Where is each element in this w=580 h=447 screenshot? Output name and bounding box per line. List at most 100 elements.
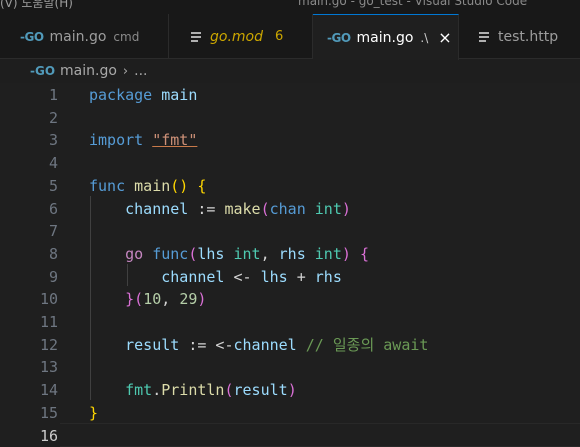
code-line[interactable]: 13	[0, 356, 580, 379]
code-line[interactable]: 4	[0, 152, 580, 175]
code-token: package	[89, 86, 152, 104]
line-number: 16	[0, 425, 58, 447]
code-line[interactable]: 5 func main() {	[0, 175, 580, 198]
code-text: fmt.Println(result)	[89, 379, 297, 402]
code-token: result	[234, 381, 288, 399]
code-token: {	[197, 177, 206, 195]
list-icon	[479, 31, 490, 43]
code-token	[89, 381, 125, 399]
tab-main-go-active[interactable]: -GO main.go .\ ×	[313, 14, 459, 60]
breadcrumb-symbols[interactable]: ...	[134, 63, 147, 79]
code-token: .	[152, 381, 161, 399]
code-token	[224, 245, 233, 263]
tab-label: main.go	[357, 30, 414, 46]
code-token: (	[224, 381, 233, 399]
line-number: 12	[0, 334, 58, 357]
code-text: channel := make(chan int)	[89, 198, 351, 221]
line-number: 15	[0, 402, 58, 425]
code-token: channel	[161, 268, 224, 286]
go-file-icon: -GO	[20, 30, 44, 44]
menu-bar[interactable]: (V) 도움말(H)	[0, 0, 73, 11]
code-token: channel	[234, 336, 297, 354]
line-number: 8	[0, 243, 58, 266]
code-token: )	[197, 290, 206, 308]
code-text: import "fmt"	[89, 129, 197, 152]
code-token: )	[288, 381, 297, 399]
code-line[interactable]: 16	[0, 425, 580, 447]
code-token: go	[125, 245, 143, 263]
code-token: int	[234, 245, 261, 263]
code-token: make	[224, 200, 260, 218]
code-token: Println	[161, 381, 224, 399]
code-token: ,	[261, 245, 279, 263]
code-token: ,	[161, 290, 179, 308]
code-text: result := <-channel // 일종의 await	[89, 334, 428, 357]
code-token: main	[134, 177, 170, 195]
code-token: chan	[270, 200, 306, 218]
code-line[interactable]: 10 }(10, 29)	[0, 288, 580, 311]
tab-description: cmd	[113, 30, 139, 44]
code-text: func main() {	[89, 175, 206, 198]
code-line[interactable]: 12 result := <-channel // 일종의 await	[0, 334, 580, 357]
breadcrumb-file[interactable]: main.go	[60, 63, 117, 79]
code-token: result	[125, 336, 179, 354]
code-line[interactable]: 9 channel <- lhs + rhs	[0, 266, 580, 289]
code-token: int	[315, 245, 342, 263]
tab-label: test.http	[498, 29, 558, 45]
line-number: 10	[0, 288, 58, 311]
code-token: rhs	[315, 268, 342, 286]
code-token	[89, 245, 125, 263]
code-token: // 일종의 await	[306, 336, 429, 354]
editor-tab-bar: -GO main.go cmd go.mod 6 -GO main.go .\ …	[0, 14, 580, 59]
chevron-right-icon: ›	[123, 64, 128, 79]
code-token: lhs	[197, 245, 224, 263]
code-line[interactable]: 14 fmt.Println(result)	[0, 379, 580, 402]
code-token: (	[261, 200, 270, 218]
code-token: ()	[170, 177, 188, 195]
line-number: 5	[0, 175, 58, 198]
line-number: 13	[0, 356, 58, 379]
line-number: 4	[0, 152, 58, 175]
code-token	[89, 268, 161, 286]
code-token	[306, 200, 315, 218]
code-token: lhs	[261, 268, 288, 286]
code-token: :=	[188, 200, 224, 218]
code-token	[89, 200, 125, 218]
code-token: func	[89, 177, 125, 195]
code-token	[143, 245, 152, 263]
code-token: )	[342, 200, 351, 218]
code-line[interactable]: 7	[0, 220, 580, 243]
code-line[interactable]: 15}	[0, 402, 580, 425]
tab-label: main.go	[50, 29, 107, 45]
list-icon	[191, 31, 202, 43]
code-line[interactable]: 11	[0, 311, 580, 334]
code-token	[306, 245, 315, 263]
code-token: rhs	[279, 245, 306, 263]
tab-main-go-cmd[interactable]: -GO main.go cmd	[0, 14, 169, 59]
tab-test-http[interactable]: test.http	[459, 14, 580, 59]
go-file-icon: -GO	[30, 64, 55, 78]
close-icon[interactable]: ×	[438, 28, 451, 47]
line-number: 3	[0, 129, 58, 152]
code-line[interactable]: 8 go func(lhs int, rhs int) {	[0, 243, 580, 266]
code-line[interactable]: 6 channel := make(chan int)	[0, 198, 580, 221]
breadcrumb: -GO main.go › ...	[0, 59, 580, 83]
code-text: go func(lhs int, rhs int) {	[89, 243, 369, 266]
code-token	[351, 245, 360, 263]
tab-go-mod[interactable]: go.mod 6	[169, 14, 313, 59]
window-title: main.go - go_test - Visual Studio Code	[298, 0, 527, 8]
code-text: }(10, 29)	[89, 288, 206, 311]
line-number: 14	[0, 379, 58, 402]
code-text: channel <- lhs + rhs	[89, 266, 342, 289]
code-token: (	[134, 290, 143, 308]
line-number: 1	[0, 84, 58, 107]
code-token: +	[288, 268, 315, 286]
title-bar: (V) 도움말(H) main.go - go_test - Visual St…	[0, 0, 580, 14]
code-token: 29	[179, 290, 197, 308]
problems-count-badge: 6	[275, 29, 283, 44]
code-line[interactable]: 2	[0, 107, 580, 130]
code-token: import	[89, 131, 143, 149]
code-line[interactable]: 3 import "fmt"	[0, 129, 580, 152]
